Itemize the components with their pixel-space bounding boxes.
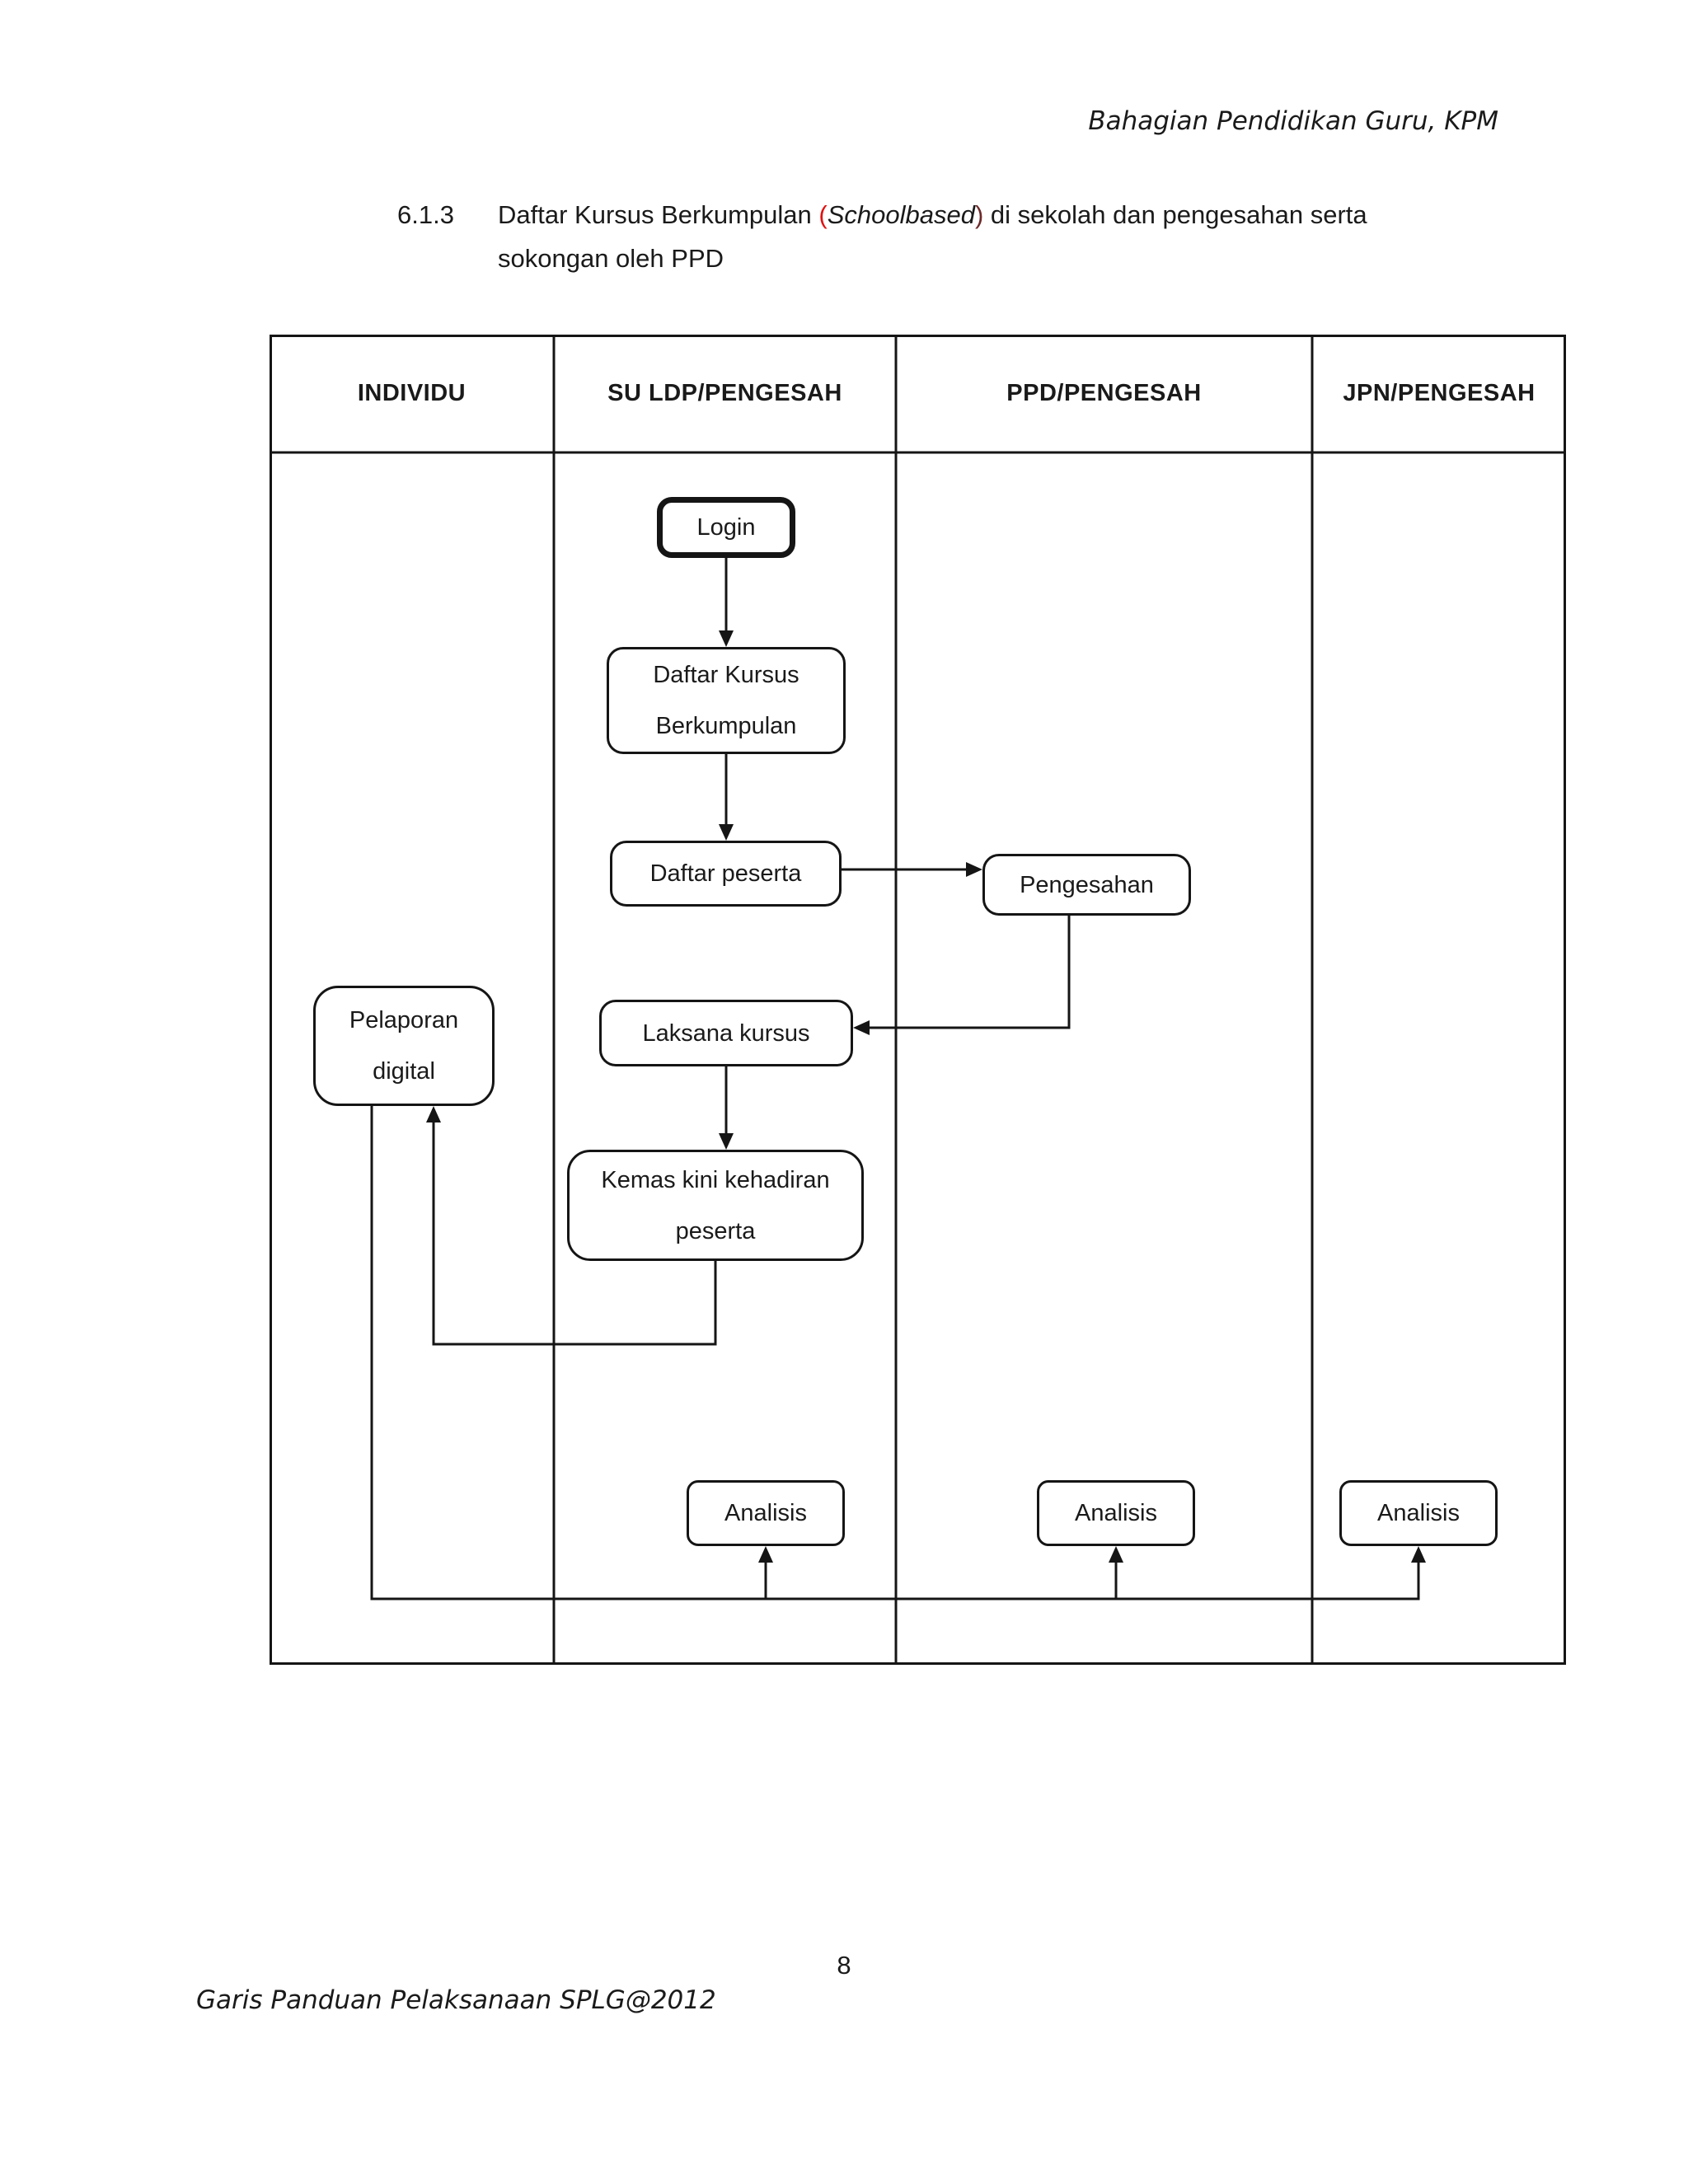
- title-paren-open: (: [818, 200, 828, 229]
- flow-connectors: [270, 335, 1566, 1665]
- connector-laksana-kemaskini: [719, 1066, 734, 1150]
- connector-kemaskini-pelaporan: [426, 1106, 717, 1346]
- node-pelaporan-digital: Pelaporan digital: [313, 986, 495, 1106]
- node-laksana-kursus: Laksana kursus: [599, 1000, 853, 1066]
- lane-header-jpn: JPN/PENGESAH: [1343, 380, 1536, 406]
- title-line2: sokongan oleh PPD: [498, 244, 724, 273]
- connector-pengesahan-laksana: [853, 916, 1071, 1035]
- table-border: [270, 335, 1566, 1665]
- page-footer-note: Garis Panduan Pelaksanaan SPLG@2012: [196, 1985, 716, 2015]
- lane-header-su-ldp: SU LDP/PENGESAH: [607, 380, 842, 406]
- title-text-after: di sekolah dan pengesahan serta: [983, 200, 1367, 229]
- lane-header-individu: INDIVIDU: [357, 380, 467, 406]
- page-number: 8: [837, 1951, 851, 1980]
- connector-pelaporan-analisis: [370, 1106, 1426, 1601]
- section-title: Daftar Kursus Berkumpulan (Schoolbased) …: [498, 193, 1428, 280]
- node-login: Login: [657, 497, 795, 558]
- title-italic-word: Schoolbased: [827, 200, 975, 229]
- title-text-before: Daftar Kursus Berkumpulan: [498, 200, 819, 229]
- title-paren-close: ): [974, 200, 984, 229]
- node-kemas-kini-kehadiran: Kemas kini kehadiran peserta: [567, 1150, 864, 1261]
- node-daftar-kursus-berkumpulan: Daftar Kursus Berkumpulan: [607, 647, 846, 754]
- node-daftar-peserta: Daftar peserta: [610, 841, 842, 907]
- node-analisis-jpn: Analisis: [1339, 1480, 1498, 1546]
- node-analisis-su-ldp: Analisis: [687, 1480, 845, 1546]
- section-heading: 6.1.3 Daftar Kursus Berkumpulan (Schoolb…: [397, 193, 1428, 280]
- connector-login-daftarkursus: [719, 558, 734, 647]
- node-analisis-ppd: Analisis: [1037, 1480, 1195, 1546]
- connector-daftarkursus-daftarpeserta: [719, 754, 734, 841]
- lane-header-ppd: PPD/PENGESAH: [1006, 380, 1202, 406]
- section-number: 6.1.3: [397, 200, 454, 229]
- page-header-note: Bahagian Pendidikan Guru, KPM: [1088, 106, 1498, 136]
- swimlane-flowchart: INDIVIDU SU LDP/PENGESAH PPD/PENGESAH JP…: [270, 335, 1566, 1665]
- connector-daftarpeserta-pengesahan: [842, 862, 982, 877]
- node-pengesahan: Pengesahan: [982, 854, 1191, 916]
